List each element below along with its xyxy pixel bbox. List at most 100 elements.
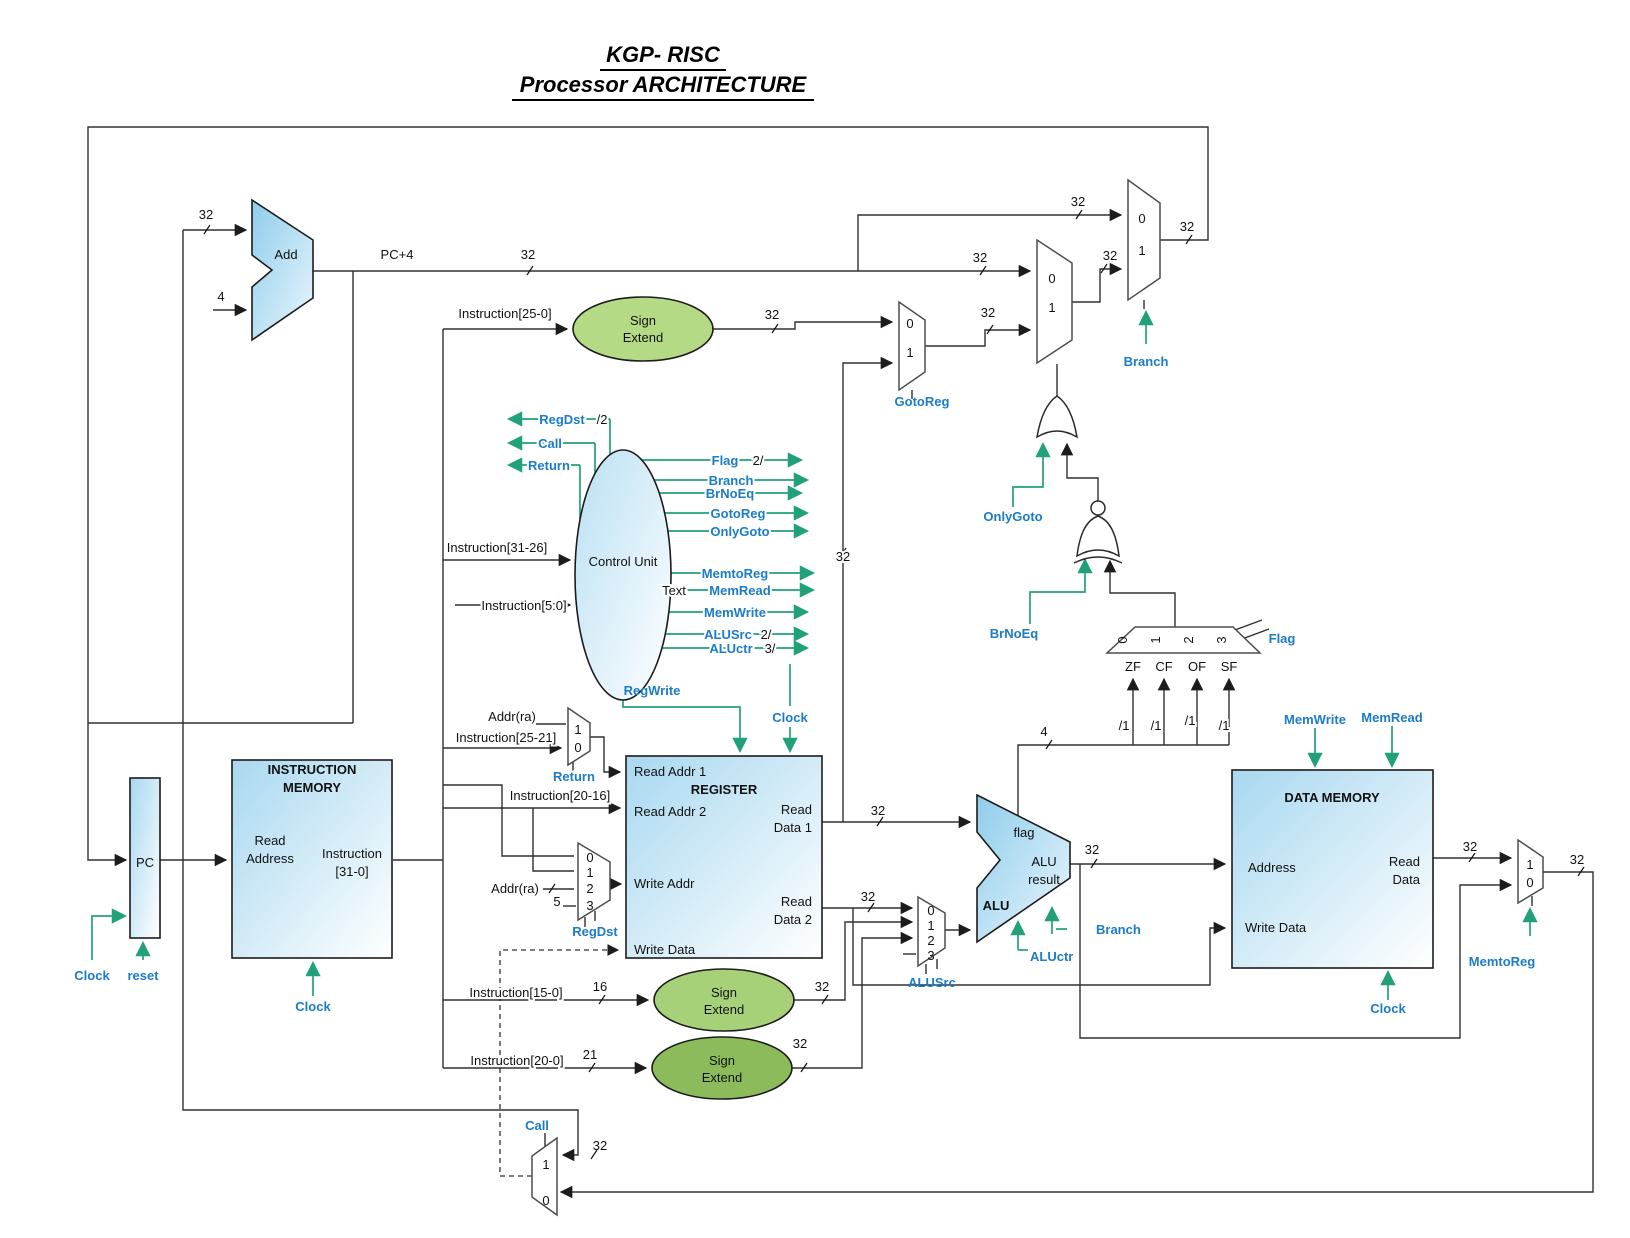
instr20-16-label: Instruction[20-16]: [510, 788, 610, 803]
mux-1: 1: [1138, 243, 1145, 258]
alusrc-width: 2/: [761, 627, 772, 642]
brnoeq-label: BrNoEq: [990, 626, 1038, 641]
im-title: INSTRUCTION: [268, 762, 357, 777]
return-cu-label: Return: [528, 458, 570, 473]
aluctr-width: 3/: [765, 641, 776, 656]
zf-label: ZF: [1125, 659, 1141, 674]
goto-mux: [1036, 238, 1073, 365]
mux-1: 1: [1048, 300, 1055, 315]
mux-1: 1: [927, 918, 934, 933]
clock-pc-label: Clock: [74, 968, 110, 983]
mux-2: 2: [1181, 636, 1196, 643]
bus-width: 32: [593, 1138, 607, 1153]
regdst-mux: [577, 841, 611, 922]
return-select-label: Return: [553, 769, 595, 784]
bus-width-16: 16: [593, 979, 607, 994]
dm-read2: Data: [1393, 872, 1421, 887]
mux-1: 1: [574, 722, 581, 737]
se2-label2: Extend: [704, 1002, 744, 1017]
mux-0: 0: [586, 850, 593, 865]
memwrite-cu-label: MemWrite: [704, 605, 766, 620]
reg-read-data1: Read: [781, 802, 812, 817]
xnor-gate: [1076, 515, 1120, 558]
se2-label: Sign: [711, 985, 737, 1000]
memtoreg-select-label: MemtoReg: [1469, 954, 1536, 969]
call-cu-label: Call: [538, 436, 562, 451]
regdst-cu-label: RegDst: [539, 412, 585, 427]
instr15-0-label: Instruction[15-0]: [469, 985, 562, 1000]
mux-3: 3: [586, 898, 593, 913]
instr25-21-label: Instruction[25-21]: [456, 730, 556, 745]
flag-mux: [1105, 626, 1262, 654]
branch-alu-label: Branch: [1096, 922, 1141, 937]
bit-width-1: /1: [1185, 713, 1196, 728]
dm-address: Address: [1248, 860, 1296, 875]
se3-label: Sign: [709, 1053, 735, 1068]
clock-reg-label: Clock: [772, 710, 808, 725]
sign-extend-3: Sign Extend: [651, 1036, 793, 1100]
se1-label: Sign: [630, 313, 656, 328]
bus-width: 32: [1570, 852, 1584, 867]
alu-result: ALU: [1031, 854, 1056, 869]
gotoreg-select-label: GotoReg: [895, 394, 950, 409]
control-unit-label: Control Unit: [589, 554, 658, 569]
bus-width: 32: [815, 979, 829, 994]
memread-dm-label: MemRead: [1361, 710, 1422, 725]
const-4: 4: [217, 289, 224, 304]
mux-0: 0: [542, 1193, 549, 1208]
pc-label: PC: [136, 855, 154, 870]
instr20-0-label: Instruction[20-0]: [470, 1053, 563, 1068]
pc4-label: PC+4: [381, 247, 414, 262]
im-address: Address: [246, 851, 294, 866]
call-mux: [531, 1136, 558, 1217]
instruction-memory: INSTRUCTION MEMORY Read Address Instruct…: [231, 759, 393, 959]
sf-label: SF: [1221, 659, 1238, 674]
branch-select-label: Branch: [1124, 354, 1169, 369]
clock-im-label: Clock: [295, 999, 331, 1014]
im-read: Read: [254, 833, 285, 848]
register-file: Read Addr 1 REGISTER Read Addr 2 Read Da…: [625, 755, 823, 959]
memtoreg-mux: [1517, 838, 1544, 905]
regdst-width: /2: [597, 412, 608, 427]
mux-0: 0: [906, 316, 913, 331]
mux-2: 2: [586, 881, 593, 896]
labels: KGP- RISC Processor ARCHITECTURE 32 4 PC…: [74, 42, 1584, 1208]
bus-width: 32: [1103, 248, 1117, 263]
control-wires: [91, 309, 1538, 1000]
regwrite-label: RegWrite: [624, 683, 681, 698]
memtoreg-cu-label: MemtoReg: [702, 566, 769, 581]
mux-1: 1: [586, 865, 593, 880]
or-gate: [1035, 395, 1079, 439]
addr-ra2-label: Addr(ra): [491, 881, 539, 896]
alusrc-mux: [917, 895, 946, 968]
alu-flag: flag: [1014, 825, 1035, 840]
bit-width-1: /1: [1151, 718, 1162, 733]
gotoreg-cu-label: GotoReg: [711, 506, 766, 521]
page-subtitle: Processor ARCHITECTURE: [520, 72, 808, 97]
return-mux: [567, 706, 591, 767]
bus-width-4: 4: [1040, 724, 1047, 739]
reg-read-data2: Read: [781, 894, 812, 909]
of-label: OF: [1188, 659, 1206, 674]
bit-width-1: /1: [1219, 718, 1230, 733]
add-label: Add: [274, 247, 297, 262]
reg-write-data: Write Data: [634, 942, 696, 957]
bus-width: 32: [199, 207, 213, 222]
bus-width: 32: [521, 247, 535, 262]
bus-width-21: 21: [583, 1047, 597, 1062]
instr5-0-label: Instruction[5:0]: [481, 598, 566, 613]
reg-read-data2b: Data 2: [774, 912, 812, 927]
bus-width: 32: [1085, 842, 1099, 857]
mux-1: 1: [906, 345, 913, 360]
reg-read-addr1: Read Addr 1: [634, 764, 706, 779]
brnoeq-cu-label: BrNoEq: [706, 486, 754, 501]
mux-1: 1: [1148, 636, 1163, 643]
reg-read-addr2: Read Addr 2: [634, 804, 706, 819]
data-memory: DATA MEMORY Address Read Data Write Data: [1231, 769, 1434, 969]
reset-label: reset: [127, 968, 159, 983]
alu: flag ALU result ALU: [976, 793, 1071, 944]
mux-0: 0: [1048, 271, 1055, 286]
alu-title: ALU: [983, 898, 1010, 913]
mux-3: 3: [1214, 636, 1229, 643]
